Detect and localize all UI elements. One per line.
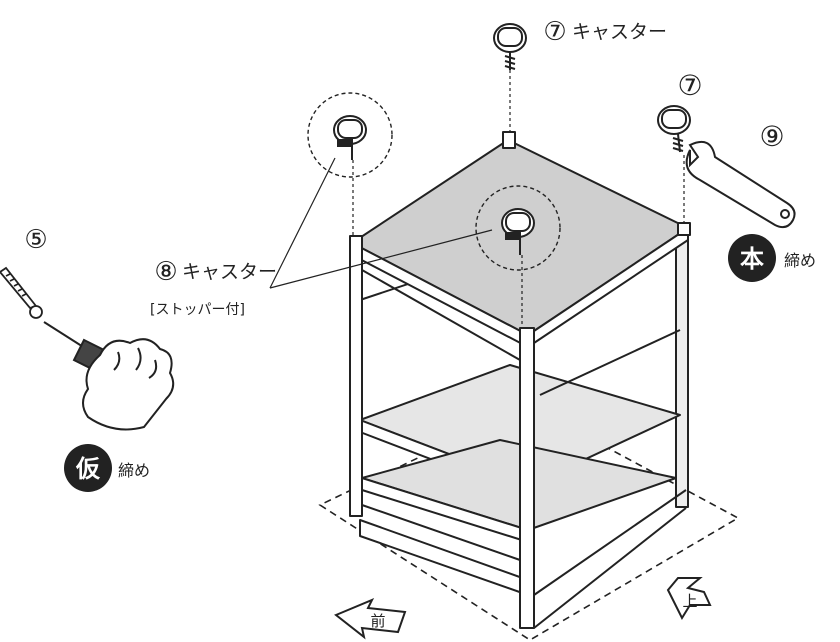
temp-tighten-badge: [64, 444, 112, 492]
stopper-highlight-center: [475, 185, 561, 271]
callout-number-caster-top: ⑦: [543, 17, 566, 47]
stopper-highlight-left: [307, 92, 393, 178]
final-tighten-badge: [728, 234, 776, 282]
callout-label-stopper-caster: キャスター: [182, 261, 277, 283]
callout-number-stopper-caster: ⑧: [154, 257, 177, 287]
callout-sub-stopper-caster: [ストッパー付]: [150, 302, 245, 318]
caster-icon: [333, 115, 367, 160]
callout-label-caster-top: キャスター: [572, 21, 667, 43]
front-arrow-label: 前: [370, 612, 385, 630]
callout-number-caster-right: ⑦: [677, 69, 702, 102]
screw-icon: [0, 266, 43, 319]
caster-icon: [501, 208, 535, 255]
front-arrow: [334, 598, 407, 640]
hand-icon: [82, 338, 175, 431]
callout-number-screw: ⑤: [24, 225, 47, 255]
final-tighten-glyph: 本: [740, 245, 764, 273]
wrench-icon: [685, 141, 796, 229]
top-arrow: [666, 577, 712, 621]
cabinet: [349, 131, 691, 629]
callout-number-wrench: ⑨: [759, 120, 784, 153]
caster-icon: [657, 105, 691, 153]
final-tighten-text: 締め: [784, 251, 816, 270]
temp-tighten-text: 締め: [118, 461, 150, 480]
caster-icon: [493, 23, 527, 70]
top-arrow-label: 上: [682, 592, 697, 610]
temp-tighten-glyph: 仮: [75, 455, 101, 483]
